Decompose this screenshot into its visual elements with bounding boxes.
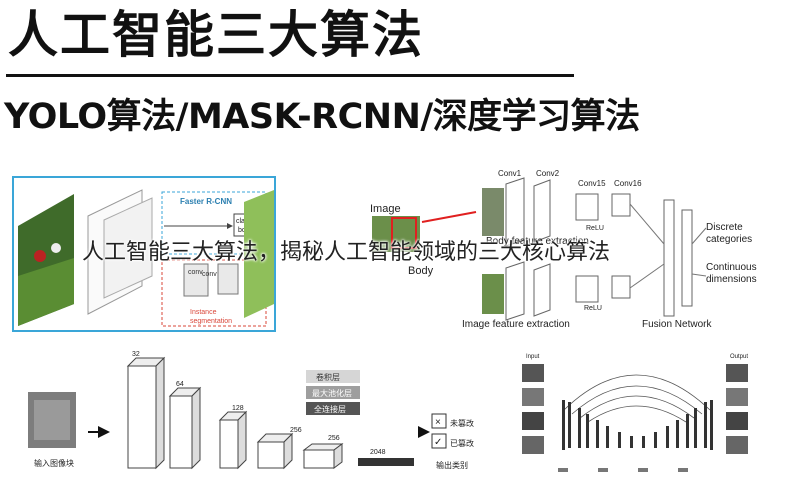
conv16-label: Conv16 [614, 179, 642, 188]
output-not-tampered: 未篡改 [450, 418, 474, 428]
output-mark-x: × [435, 417, 441, 428]
size-label-256a: 256 [290, 427, 302, 434]
cnn-diagram: 输入图像块 32 64 128 256 256 2048 卷积层 最大池化层 全… [28, 351, 474, 470]
image-photo-bottom [482, 274, 504, 314]
cnn-layer-64 [168, 386, 202, 470]
feature-map-2 [103, 197, 153, 299]
conv1-block-bottom [505, 261, 525, 321]
output-mark-check: ✓ [434, 437, 442, 448]
unet-arcs [563, 374, 711, 423]
faster-rcnn-label: Faster R-CNN [180, 197, 232, 206]
output-box-check [431, 433, 447, 449]
input-label: 输入图像块 [34, 458, 74, 468]
unet-input-label: Input [526, 354, 540, 360]
main-title: 人工智能三大算法 [8, 6, 424, 64]
relu-top-label: ReLU [586, 225, 604, 232]
continuous-label-1: Continuous [706, 262, 757, 273]
unet-diagram: Input Output [522, 354, 748, 472]
size-label-64: 64 [176, 381, 184, 388]
image-feature-label: Image feature extraction [462, 319, 570, 330]
title-underline [6, 74, 574, 77]
unet-legend [558, 468, 688, 472]
unet-output-thumbs [726, 364, 748, 454]
legend-conv [306, 370, 360, 383]
conv15-block-bottom [575, 275, 599, 303]
red-arrow [421, 211, 477, 223]
conv16-block-top [611, 193, 631, 217]
fusion-network-diagram: Image Body Conv1 Conv2 Conv15 Conv16 ReL… [370, 169, 757, 330]
cnn-layer-128 [218, 410, 248, 470]
output-label: 输出类别 [436, 460, 468, 470]
size-label-256b: 256 [328, 435, 340, 442]
discrete-label-1: Discrete [706, 222, 743, 233]
unet-input-thumbs [522, 364, 544, 454]
conv15-label: Conv15 [578, 179, 606, 188]
conv2-label: Conv2 [536, 169, 560, 178]
relu-bottom-label: ReLU [584, 305, 602, 312]
unet-output-label: Output [730, 354, 748, 360]
body-crop-photo [482, 188, 504, 236]
unet-bars [562, 400, 713, 450]
legend-conv-label: 卷积层 [316, 372, 340, 382]
conv15-block-top [575, 193, 599, 221]
size-label-32: 32 [132, 351, 140, 358]
conv1-block-top [505, 177, 525, 247]
continuous-label-2: dimensions [706, 274, 757, 285]
legend-pool-label: 最大池化层 [312, 388, 352, 398]
overlay-caption: 人工智能三大算法，揭秘人工智能领域的三大核心算法 [82, 240, 611, 265]
conv-block-1 [183, 263, 209, 297]
conv2-block-bottom [533, 263, 551, 317]
image-label: Image [370, 203, 401, 215]
fc-layer [358, 458, 414, 466]
conv-label-2: conv [202, 271, 217, 278]
cnn-layer-32 [126, 356, 166, 470]
conv-block-2 [217, 263, 239, 295]
fusion-column-1 [663, 199, 675, 317]
body-crop-box [391, 217, 417, 249]
legend-pool [306, 386, 360, 399]
fusion-column-2 [681, 209, 693, 307]
cnn-layer-256a [256, 432, 294, 470]
conv1-label: Conv1 [498, 169, 522, 178]
cnn-layer-256b [302, 443, 344, 469]
body-label: Body [408, 265, 434, 277]
mask-rcnn-diagram: Faster R-CNN class box conv conv Instanc… [12, 176, 276, 332]
segmentation-label: segmentation [190, 318, 232, 325]
conv16-block-bottom [611, 275, 631, 299]
subtitle: YOLO算法/MASK-RCNN/深度学习算法 [4, 97, 640, 137]
conv-label-1: conv [188, 269, 203, 276]
body-feature-label: Body feature extraction [486, 236, 589, 247]
size-label-2048: 2048 [370, 449, 386, 456]
size-label-128: 128 [232, 405, 244, 412]
discrete-label-2: categories [706, 234, 752, 245]
legend-fc-label: 全连接层 [314, 404, 346, 414]
legend-fc [306, 402, 360, 415]
output-tampered: 已篡改 [450, 438, 474, 448]
instance-label: Instance [190, 309, 217, 316]
output-box-x [431, 413, 447, 429]
output-photo [244, 190, 274, 318]
input-image [372, 216, 420, 252]
fusion-network-label: Fusion Network [642, 319, 712, 330]
conv2-block-top [533, 179, 551, 243]
box-label: box [238, 227, 250, 234]
